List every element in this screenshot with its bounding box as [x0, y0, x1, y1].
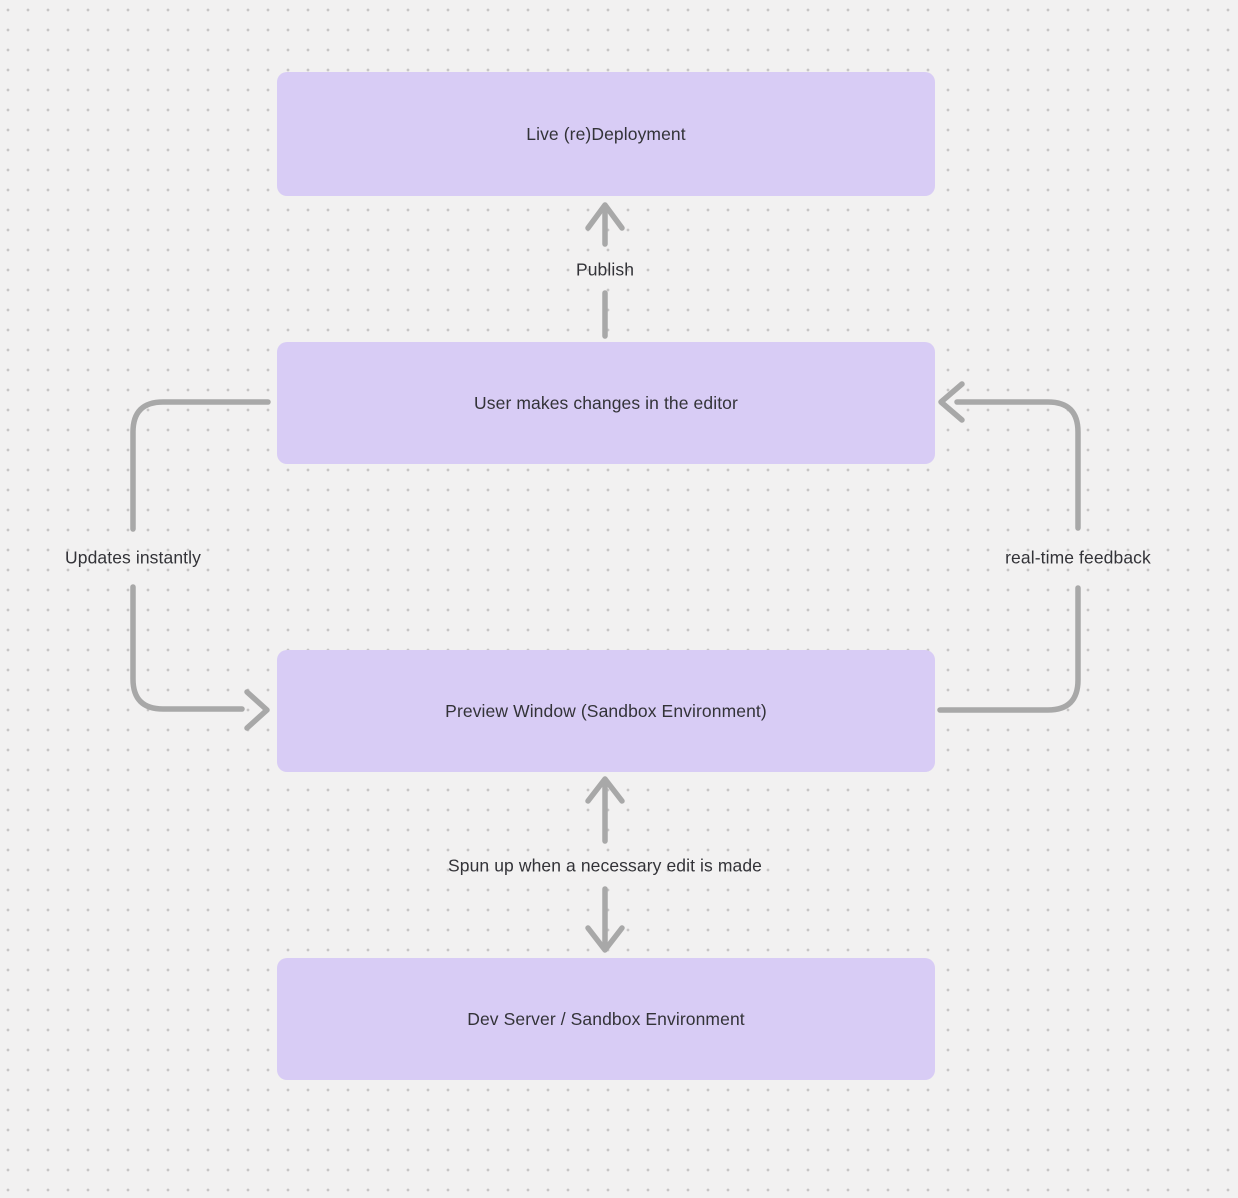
node-preview-window: Preview Window (Sandbox Environment)	[277, 650, 935, 772]
arrowhead-down-icon	[585, 925, 625, 953]
edge-label-publish: Publish	[575, 259, 635, 280]
arrowhead-left-icon	[938, 381, 965, 423]
node-label: Live (re)Deployment	[526, 123, 686, 144]
node-label: Dev Server / Sandbox Environment	[467, 1008, 745, 1029]
edge-label-updates-instantly: Updates instantly	[65, 547, 201, 568]
edge-label-realtime-feedback: real-time feedback	[1005, 547, 1151, 568]
edge-label-spun-up: Spun up when a necessary edit is made	[447, 855, 763, 876]
node-label: Preview Window (Sandbox Environment)	[445, 700, 767, 721]
node-live-redeployment: Live (re)Deployment	[277, 72, 935, 196]
arrowhead-up-icon	[585, 776, 625, 804]
arrowhead-right-icon	[244, 689, 270, 731]
node-label: User makes changes in the editor	[474, 392, 738, 413]
arrowhead-up-icon	[585, 202, 625, 231]
node-user-editor: User makes changes in the editor	[277, 342, 935, 464]
node-dev-server: Dev Server / Sandbox Environment	[277, 958, 935, 1080]
